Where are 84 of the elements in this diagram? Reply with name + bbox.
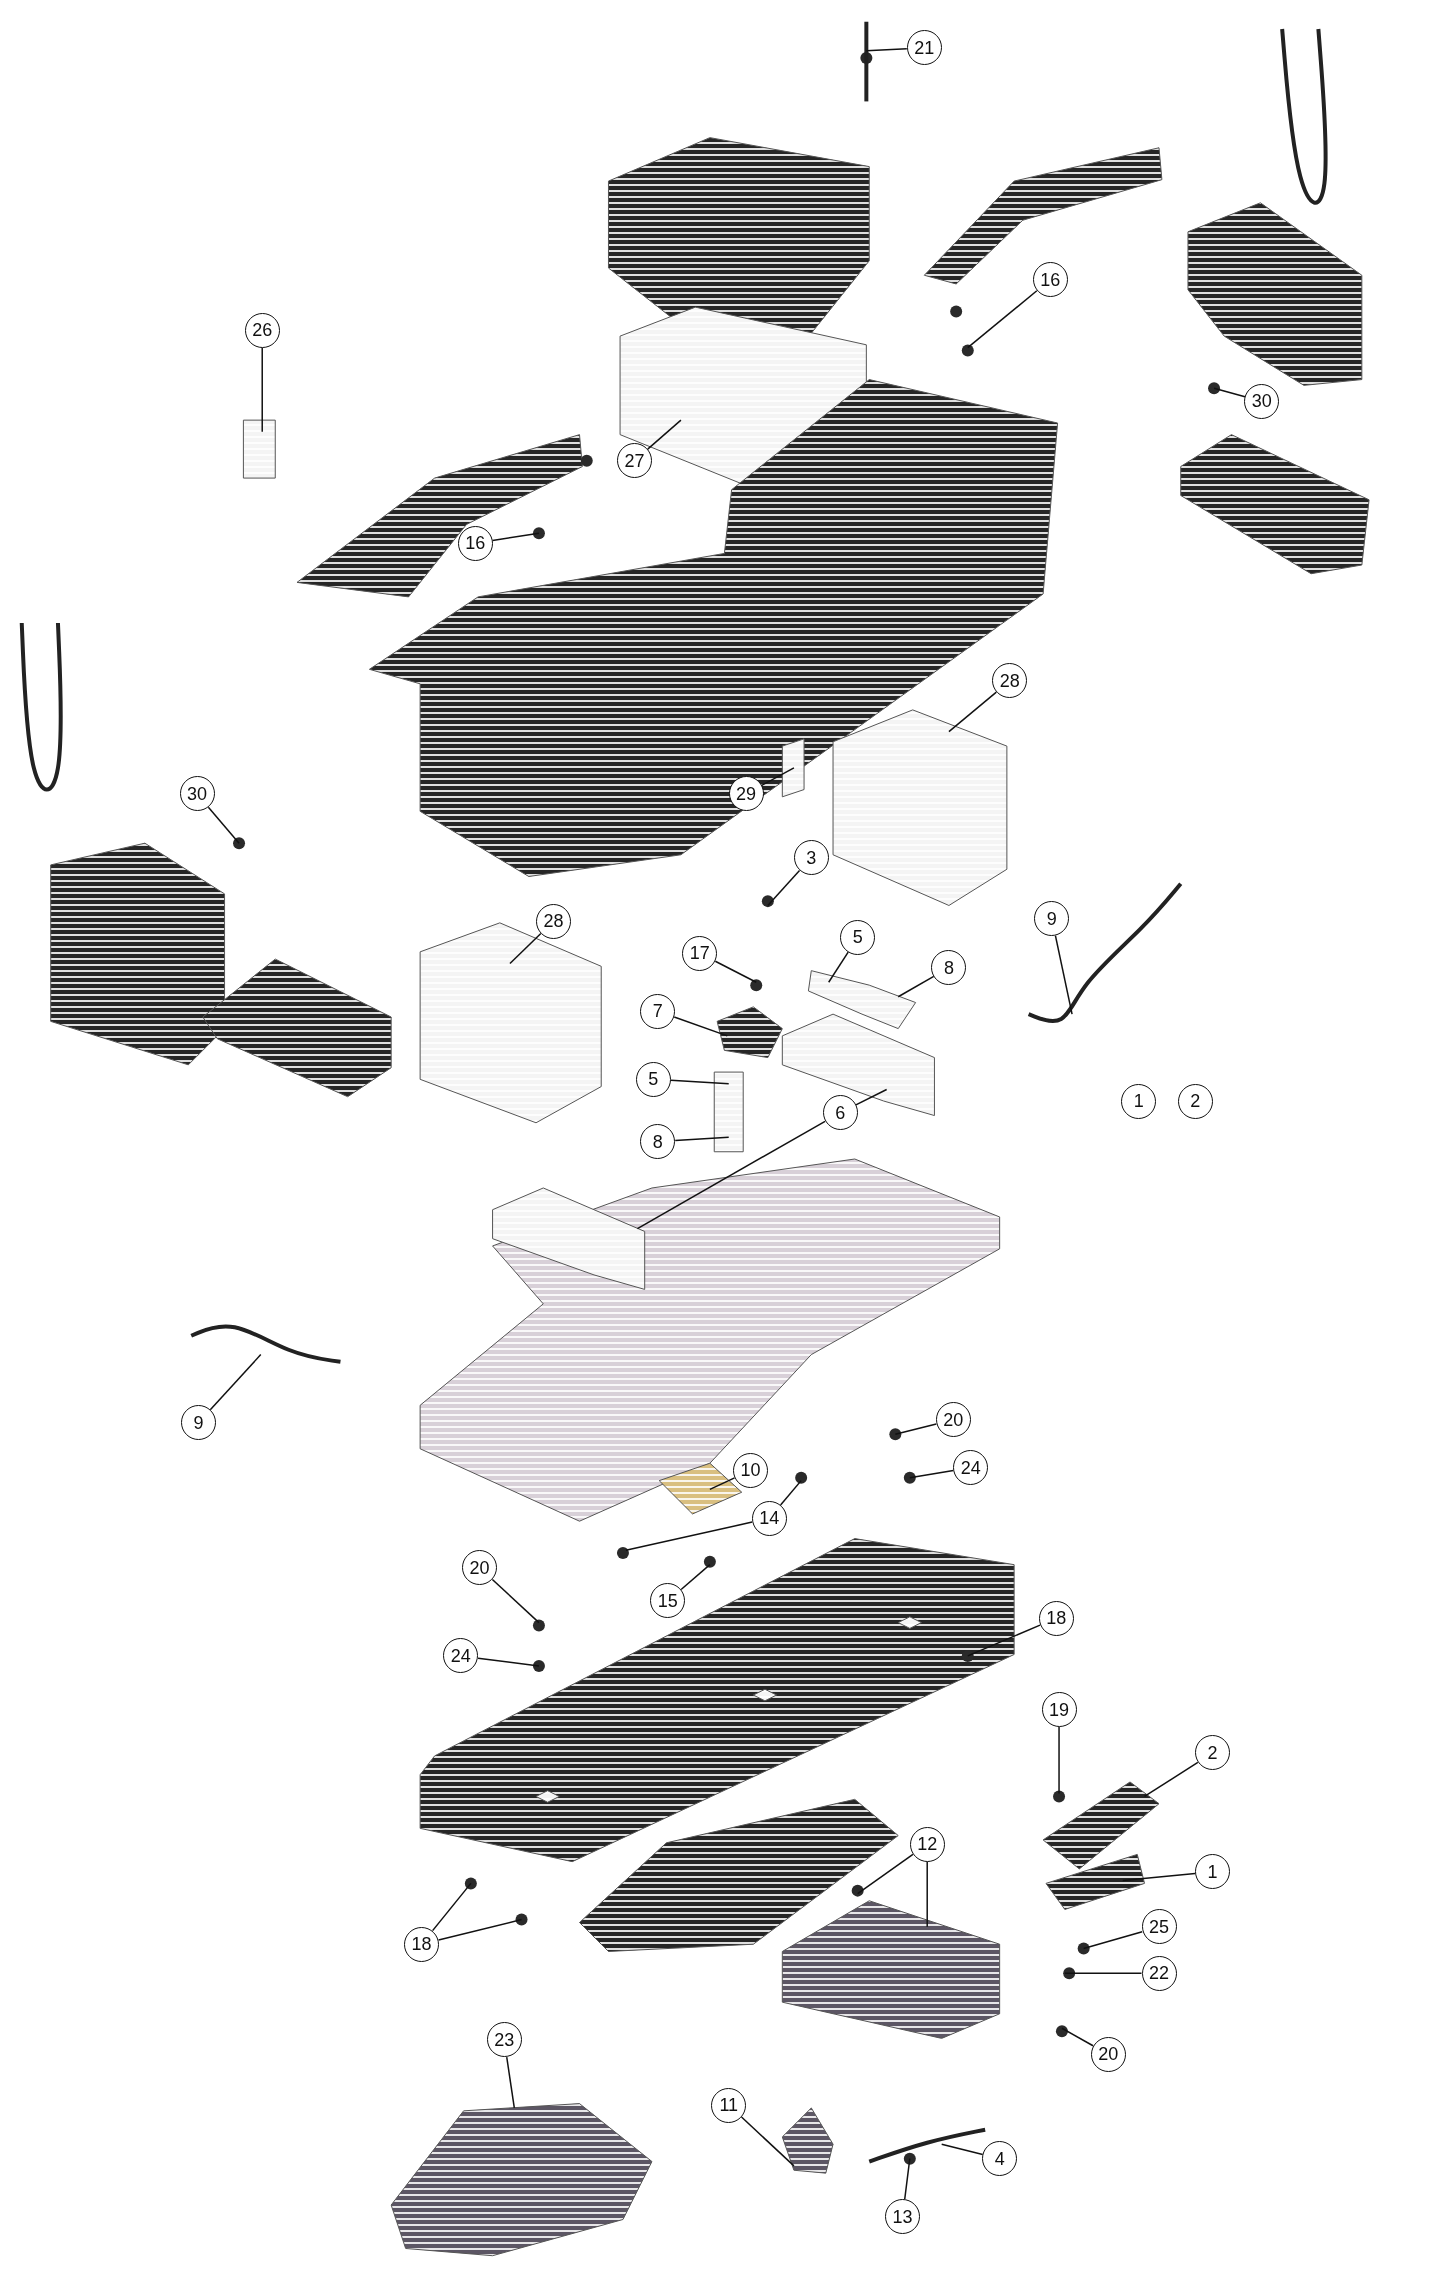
leader-line [209, 1353, 262, 1411]
leader-line [1213, 387, 1246, 398]
leader-line [431, 1882, 472, 1932]
leader-line [926, 1861, 928, 1928]
callout-number: 20 [935, 1402, 971, 1438]
leader-line [740, 2116, 795, 2167]
callout-number: 30 [179, 776, 215, 812]
leader-line [1054, 934, 1073, 1015]
leader-line [625, 1521, 753, 1551]
leader-line [477, 1657, 540, 1667]
callout-number: 27 [617, 443, 653, 479]
callout-number: 12 [909, 1826, 945, 1862]
leader-line [1064, 1972, 1143, 1974]
callout-number: 21 [906, 30, 942, 66]
leader-line [674, 1136, 730, 1142]
callout-number: 8 [640, 1124, 676, 1160]
leader-line [1143, 1761, 1199, 1798]
leader-line [714, 960, 757, 983]
leader-line [1061, 2027, 1094, 2047]
callout-number: 9 [180, 1405, 216, 1441]
leader-line [709, 1477, 736, 1491]
callout-number: 6 [822, 1095, 858, 1131]
callout-number: 4 [982, 2141, 1018, 2177]
leader-line [904, 2157, 911, 2200]
callout-number: 22 [1141, 1955, 1177, 1991]
leader-line [670, 1079, 730, 1085]
leader-line [967, 290, 1038, 349]
leader-line [865, 47, 908, 52]
leader-line [856, 1853, 914, 1895]
callout-number: 16 [1032, 262, 1068, 298]
callout-number: 26 [244, 312, 280, 348]
leader-line [855, 1088, 888, 1106]
callout-number: 18 [404, 1926, 440, 1962]
callout-number: 17 [682, 935, 718, 971]
callout-number: 23 [486, 2022, 522, 2058]
leader-line [506, 2056, 516, 2109]
callout-number: 14 [751, 1500, 787, 1536]
callout-number: 24 [443, 1638, 479, 1674]
leader-line [779, 1479, 802, 1506]
leader-line [1122, 1872, 1196, 1882]
callout-number: 10 [732, 1453, 768, 1488]
leader-line [680, 1563, 711, 1591]
callout-number: 20 [1090, 2036, 1126, 2072]
leader-line [827, 951, 849, 983]
callout-number: 18 [1038, 1600, 1074, 1636]
callout-number: 2 [1195, 1735, 1231, 1771]
callout-number: 13 [885, 2199, 921, 2235]
callout-number: 1 [1195, 1854, 1231, 1890]
leader-line [491, 1578, 540, 1624]
leader-line [261, 347, 263, 433]
leader-line [647, 419, 682, 450]
callout-number: 3 [793, 840, 829, 876]
leader-line [760, 767, 795, 787]
leader-line [636, 1120, 826, 1230]
leader-line [1058, 1726, 1060, 1795]
callout-number: 28 [992, 663, 1028, 699]
leader-line [767, 869, 801, 907]
leader-line [940, 2143, 984, 2156]
callout-number: 5 [840, 919, 876, 955]
leader-line [509, 932, 542, 965]
callout-number: 19 [1041, 1692, 1077, 1728]
callout-number: 25 [1141, 1909, 1177, 1945]
callout-number: 15 [650, 1583, 686, 1619]
callout-number: 16 [457, 525, 493, 561]
callout-number: 5 [635, 1061, 671, 1097]
callout-number: 2 [1177, 1083, 1213, 1119]
leader-line [491, 532, 540, 542]
callout-number: 28 [535, 903, 571, 939]
callout-number: 30 [1244, 383, 1280, 419]
leader-line [673, 1016, 729, 1037]
callout-number: 11 [711, 2087, 747, 2123]
leader-line [894, 1423, 938, 1435]
callout-number: 24 [953, 1450, 989, 1486]
leader-line [897, 975, 935, 998]
leader-line [437, 1918, 523, 1941]
callout-number: 20 [462, 1550, 498, 1586]
leader-line [207, 806, 240, 844]
callout-number: 8 [931, 950, 967, 986]
leader-line [909, 1469, 955, 1479]
callout-number: 7 [640, 993, 676, 1029]
callout-number: 9 [1034, 901, 1070, 936]
leader-line [1082, 1930, 1143, 1950]
leader-line [948, 691, 998, 733]
callout-number: 1 [1121, 1083, 1157, 1119]
